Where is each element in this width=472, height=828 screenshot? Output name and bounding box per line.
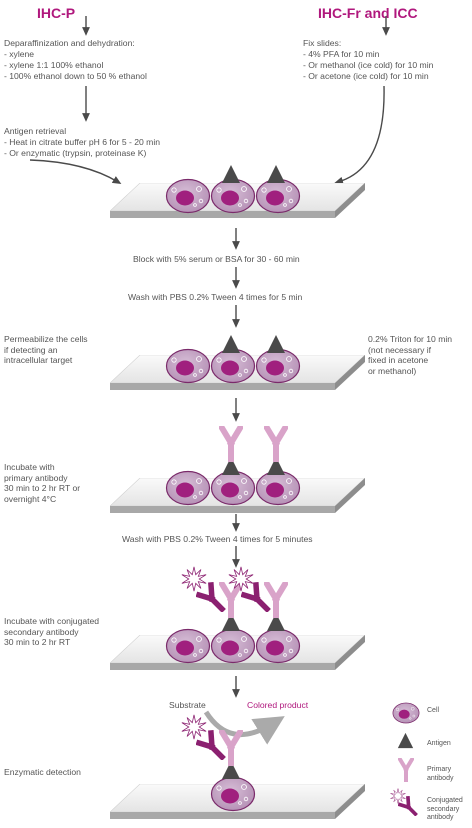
fix-slides-title: Fix slides:: [303, 38, 342, 48]
enzymatic-detection-step: Enzymatic detection: [4, 767, 81, 777]
legend-cell-icon: [392, 702, 420, 724]
primary-antibody-step: Incubate with primary antibody 30 min to…: [4, 462, 81, 504]
deparaffinization-item-2: - xylene 1:1 100% ethanol: [4, 60, 104, 70]
deparaffinization-title: Deparaffinization and dehydration:: [4, 38, 135, 48]
antigen-retrieval-title: Antigen retrieval: [4, 126, 67, 136]
legend-primary-label: Primary antibody: [427, 766, 454, 782]
antigen-retrieval-item-2: - Or enzymatic (trypsin, proteinase K): [4, 148, 147, 158]
wash-step-1: Wash with PBS 0.2% Tween 4 times for 5 m…: [128, 292, 303, 302]
triton-note: 0.2% Triton for 10 min (not necessary if…: [368, 334, 453, 376]
fix-slides-item-3: - Or acetone (ice cold) for 10 min: [303, 71, 429, 81]
deparaffinization-item-3: - 100% ethanol down to 50 % ethanol: [4, 71, 147, 81]
legend-primary-antibody-icon: [398, 758, 414, 782]
fix-slides-item-2: - Or methanol (ice cold) for 10 min: [303, 60, 434, 70]
slide-2: [110, 335, 365, 391]
block-step: Block with 5% serum or BSA for 30 - 60 m…: [133, 254, 300, 264]
antigen-retrieval-item-1: - Heat in citrate buffer pH 6 for 5 - 20…: [4, 137, 161, 147]
slide-4: [110, 566, 365, 671]
slide-3: [110, 428, 365, 514]
slide-5: [110, 714, 365, 820]
ihc-p-header: IHC-P: [37, 5, 76, 21]
permeabilize-step: Permeabilize the cells if detecting an i…: [4, 334, 88, 365]
legend: [390, 702, 420, 816]
legend-secondary-label: Conjugated secondary antibody: [427, 797, 463, 821]
legend-cell-label: Cell: [427, 707, 440, 714]
colored-product-label: Colored product: [247, 700, 309, 710]
legend-antigen-label: Antigen: [427, 740, 451, 747]
substrate-conversion-arrow: [203, 710, 285, 745]
fix-slides-item-1: - 4% PFA for 10 min: [303, 49, 380, 59]
substrate-label: Substrate: [169, 700, 206, 710]
legend-conjugate-star-icon: [390, 788, 406, 804]
arrow-right-curve: [334, 85, 385, 185]
deparaffinization-item-1: - xylene: [4, 49, 35, 59]
slide-1: [110, 165, 365, 219]
legend-secondary-antibody-icon: [398, 796, 418, 816]
arrow-left-curve: [29, 159, 122, 185]
ihc-fr-icc-header: IHC-Fr and ICC: [318, 5, 418, 21]
legend-antigen-icon: [397, 732, 414, 749]
secondary-antibody-step: Incubate with conjugated secondary antib…: [4, 616, 100, 647]
wash-step-2: Wash with PBS 0.2% Tween 4 times for 5 m…: [122, 534, 313, 544]
